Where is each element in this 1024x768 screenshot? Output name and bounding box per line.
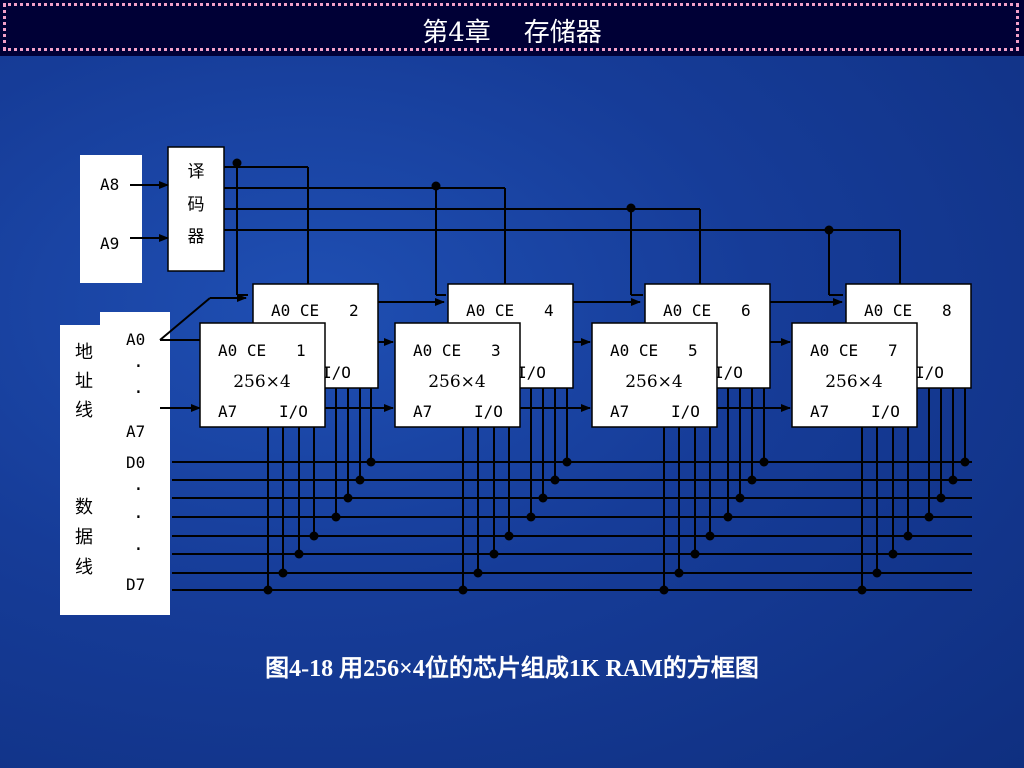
- chip-6-id: 6: [741, 301, 751, 320]
- data-bus-junction-dots: [263, 457, 970, 595]
- bus-dot-1: ·: [133, 356, 144, 377]
- chip-8-a0-ce: A0 CE: [864, 301, 912, 320]
- data-label-1: 数: [75, 497, 93, 518]
- chip-5: A0 CE 5 256×4 A7 I/O: [591, 322, 718, 428]
- figure-caption: 图4-18 用256×4位的芯片组成1K RAM的方框图: [265, 656, 759, 682]
- data-label-2: 据: [75, 527, 93, 548]
- addr-label-3: 线: [75, 400, 93, 421]
- bus-label-panel: [60, 325, 170, 615]
- chip-4-a0-ce: A0 CE: [466, 301, 514, 320]
- bus-label-panel-top: [100, 312, 170, 326]
- chip-7-size: 256×4: [825, 372, 883, 392]
- decoder-label-3: 器: [188, 227, 205, 247]
- chip-7-a0-ce: A0 CE: [810, 341, 858, 360]
- chip-6-io: I/O: [714, 363, 743, 382]
- chip-5-a7: A7: [610, 402, 629, 421]
- data-label-3: 线: [75, 557, 93, 578]
- input-a9-label: A9: [100, 234, 119, 253]
- chip-1-a0-ce: A0 CE: [218, 341, 266, 360]
- bus-d7-label: D7: [126, 575, 145, 594]
- chip-2-id: 2: [349, 301, 359, 320]
- addr-label-1: 地: [75, 342, 93, 363]
- front-chip-data-verticals: [267, 427, 909, 590]
- chip-5-io: I/O: [671, 402, 700, 421]
- chip-7-id: 7: [888, 341, 898, 360]
- chip-3-a7: A7: [413, 402, 432, 421]
- chip-8-io: I/O: [915, 363, 944, 382]
- bus-dot-3: ·: [133, 479, 144, 500]
- bus-d0-label: D0: [126, 453, 145, 472]
- chip-3-size: 256×4: [428, 372, 486, 392]
- header-dotted-border: [3, 3, 1019, 51]
- back-chip-data-verticals: [335, 388, 966, 517]
- bus-dot-4: ·: [133, 507, 144, 528]
- slide-header: 第4章 存储器: [0, 0, 1024, 56]
- addr-label-2: 址: [75, 371, 93, 392]
- chip-1: A0 CE 1 256×4 A7 I/O: [199, 322, 326, 428]
- bus-dot-5: ·: [133, 539, 144, 560]
- chip-2-io: I/O: [322, 363, 351, 382]
- decoder-label-1: 译: [188, 162, 205, 182]
- chip-7: A0 CE 7 256×4 A7 I/O: [791, 322, 918, 428]
- address-input-panel: [80, 155, 142, 283]
- chip-3: A0 CE 3 256×4 A7 I/O: [394, 322, 521, 428]
- chip-7-io: I/O: [871, 402, 900, 421]
- chip-5-size: 256×4: [625, 372, 683, 392]
- data-bus-lines: [172, 461, 972, 591]
- chip-6-a0-ce: A0 CE: [663, 301, 711, 320]
- chip-3-id: 3: [491, 341, 501, 360]
- decoder-junction-dots: [232, 158, 834, 235]
- input-a8-label: A8: [100, 175, 119, 194]
- chip-1-size: 256×4: [233, 372, 291, 392]
- chip-4-io: I/O: [517, 363, 546, 382]
- slide-title: 第4章 存储器: [422, 18, 602, 48]
- bus-a0-label: A0: [126, 330, 145, 349]
- chip-3-io: I/O: [474, 402, 503, 421]
- chip-4-id: 4: [544, 301, 554, 320]
- chip-5-a0-ce: A0 CE: [610, 341, 658, 360]
- bus-dot-2: ·: [133, 382, 144, 403]
- chip-1-a7: A7: [218, 402, 237, 421]
- chip-1-io: I/O: [279, 402, 308, 421]
- chip-3-a0-ce: A0 CE: [413, 341, 461, 360]
- bus-a7-label: A7: [126, 422, 145, 441]
- decoder-output-lines: [224, 163, 901, 296]
- chip-2-a0-ce: A0 CE: [271, 301, 319, 320]
- chip-1-id: 1: [296, 341, 306, 360]
- decoder-label-2: 码: [188, 195, 205, 215]
- chip-5-id: 5: [688, 341, 698, 360]
- chip-8-id: 8: [942, 301, 952, 320]
- chip-7-a7: A7: [810, 402, 829, 421]
